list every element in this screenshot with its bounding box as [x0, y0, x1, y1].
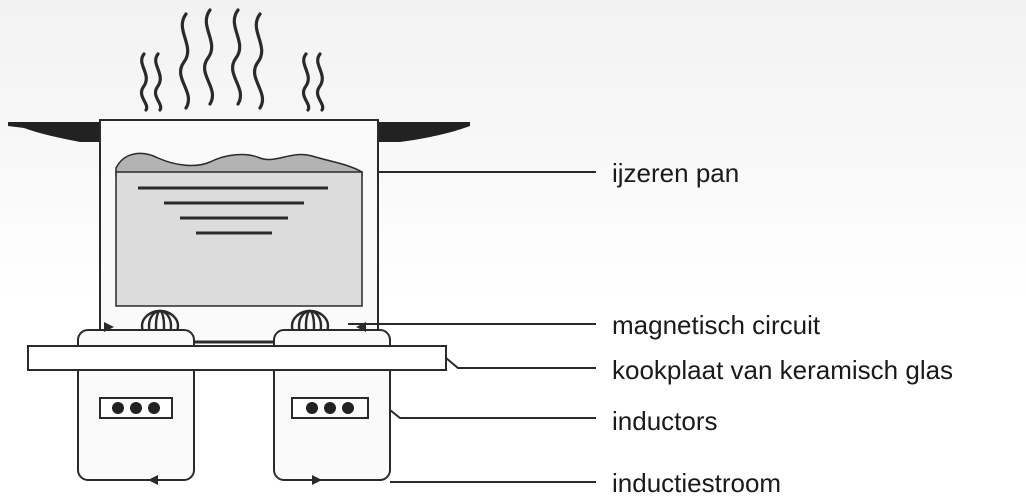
indicator-lights-icon	[99, 397, 173, 419]
label-ceramic-glass: kookplaat van keramisch glas	[612, 355, 954, 385]
label-inductors: inductors	[612, 406, 718, 436]
ceramic-glass-cooktop	[27, 345, 447, 371]
steam-icon	[139, 8, 325, 112]
pan-contents	[115, 171, 363, 307]
arrow-icon	[104, 322, 114, 332]
label-magnetic-circuit: magnetisch circuit	[612, 310, 821, 340]
pan-handle-left	[8, 122, 102, 142]
leader-lines	[348, 171, 596, 483]
pan-contents-wave	[115, 152, 363, 177]
indicator-lights-icon	[291, 397, 369, 419]
liquid-lines	[138, 186, 328, 235]
pan-handle-right	[376, 122, 470, 142]
arrow-icon	[312, 475, 322, 485]
arrow-icon	[148, 475, 158, 485]
label-induction-current: inductiestroom	[612, 468, 782, 498]
label-iron-pan: ijzeren pan	[612, 158, 740, 188]
